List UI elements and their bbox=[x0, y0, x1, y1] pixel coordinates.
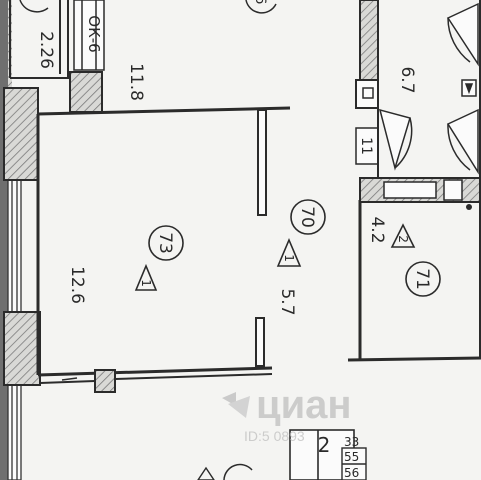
marker-71-digit: 2 bbox=[396, 235, 410, 243]
door-arc-right bbox=[446, 108, 479, 175]
area-6-7-label: 6.7 bbox=[397, 66, 417, 93]
marker-71-triangle bbox=[390, 223, 416, 248]
area-2-26-label: 2.26 bbox=[36, 31, 56, 69]
room-71-circle bbox=[405, 261, 441, 297]
marker-73-triangle bbox=[134, 263, 158, 291]
sink bbox=[443, 179, 463, 201]
switch-box bbox=[362, 87, 374, 99]
room-circle-partial-top-left bbox=[19, 0, 49, 13]
room-top-partial-number: 6 bbox=[252, 0, 268, 5]
window-ok6-label: ОК-6 bbox=[85, 15, 103, 52]
left-pier-upper bbox=[3, 87, 39, 181]
marker-70-triangle bbox=[276, 237, 302, 267]
left-window-lower bbox=[7, 384, 22, 480]
left-window bbox=[7, 179, 22, 313]
door-arc-top bbox=[446, 2, 479, 67]
right-wall-small bbox=[355, 79, 379, 109]
marker-73-digit: 1 bbox=[139, 279, 153, 287]
vent-block-lower bbox=[94, 369, 116, 393]
room-circle-partial-bottom bbox=[223, 463, 253, 480]
lower-wall bbox=[39, 373, 273, 384]
left-pier bbox=[3, 311, 41, 386]
right-wall-upper bbox=[359, 0, 379, 81]
marker-70-digit: 1 bbox=[282, 254, 296, 262]
window-ok6 bbox=[73, 0, 105, 71]
area-11-8-label: 11.8 bbox=[126, 63, 146, 101]
room-71-number: 71 bbox=[412, 268, 432, 290]
room-73-walls bbox=[36, 106, 291, 377]
summary-cell-3: 56 bbox=[344, 466, 359, 480]
summary-cell-1: 33 bbox=[344, 435, 359, 449]
watermark-id: ID:5 0893 bbox=[244, 428, 305, 444]
door-arc-upper bbox=[378, 108, 413, 171]
tick-lower bbox=[61, 377, 78, 381]
room-circle-partial-top bbox=[245, 0, 277, 14]
wall-block-top bbox=[69, 71, 103, 113]
watermark-brand: циан bbox=[256, 383, 352, 427]
room-70-circle bbox=[290, 199, 326, 235]
room-11-label: 11 bbox=[358, 137, 374, 155]
room-70-number: 70 bbox=[297, 206, 317, 228]
area-12-6-label: 12.6 bbox=[67, 266, 87, 304]
watermark-logo: циан ID:5 0893 bbox=[222, 383, 352, 444]
drain-icon bbox=[466, 204, 472, 210]
room-73-number: 73 bbox=[155, 232, 175, 254]
partition-73-70 bbox=[255, 109, 267, 367]
area-5-7-label: 5.7 bbox=[277, 288, 297, 315]
balcony-top-left bbox=[9, 0, 72, 79]
summary-cell-2: 55 bbox=[344, 450, 359, 464]
summary-rooms-count: 2 bbox=[318, 433, 331, 457]
stove bbox=[383, 181, 437, 199]
area-4-2-label: 4.2 bbox=[367, 216, 387, 243]
marker-bottom-triangle bbox=[197, 466, 215, 480]
room-73-circle bbox=[148, 225, 184, 261]
summary-box bbox=[289, 429, 367, 480]
wc-icon bbox=[461, 79, 477, 97]
